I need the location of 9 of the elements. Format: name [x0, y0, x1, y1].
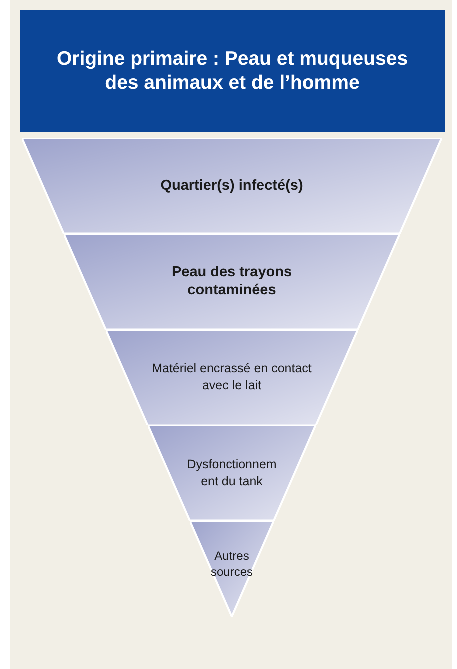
- pyramid-tier: [190, 521, 274, 617]
- tier-label: Matériel encrassé en contact avec le lait: [151, 360, 313, 394]
- title-banner: Origine primaire : Peau et muqueuses des animaux et de l’homme: [20, 10, 445, 132]
- tier-label: Quartier(s) infecté(s): [160, 176, 304, 196]
- pyramid-tier: [64, 234, 400, 330]
- pyramid-tier: [106, 330, 358, 426]
- tier-label: Dysfonctionnement du tank: [186, 456, 278, 490]
- tier-label: Autres sources: [210, 548, 254, 580]
- tier-label: Peau des trayons contaminées: [170, 263, 294, 300]
